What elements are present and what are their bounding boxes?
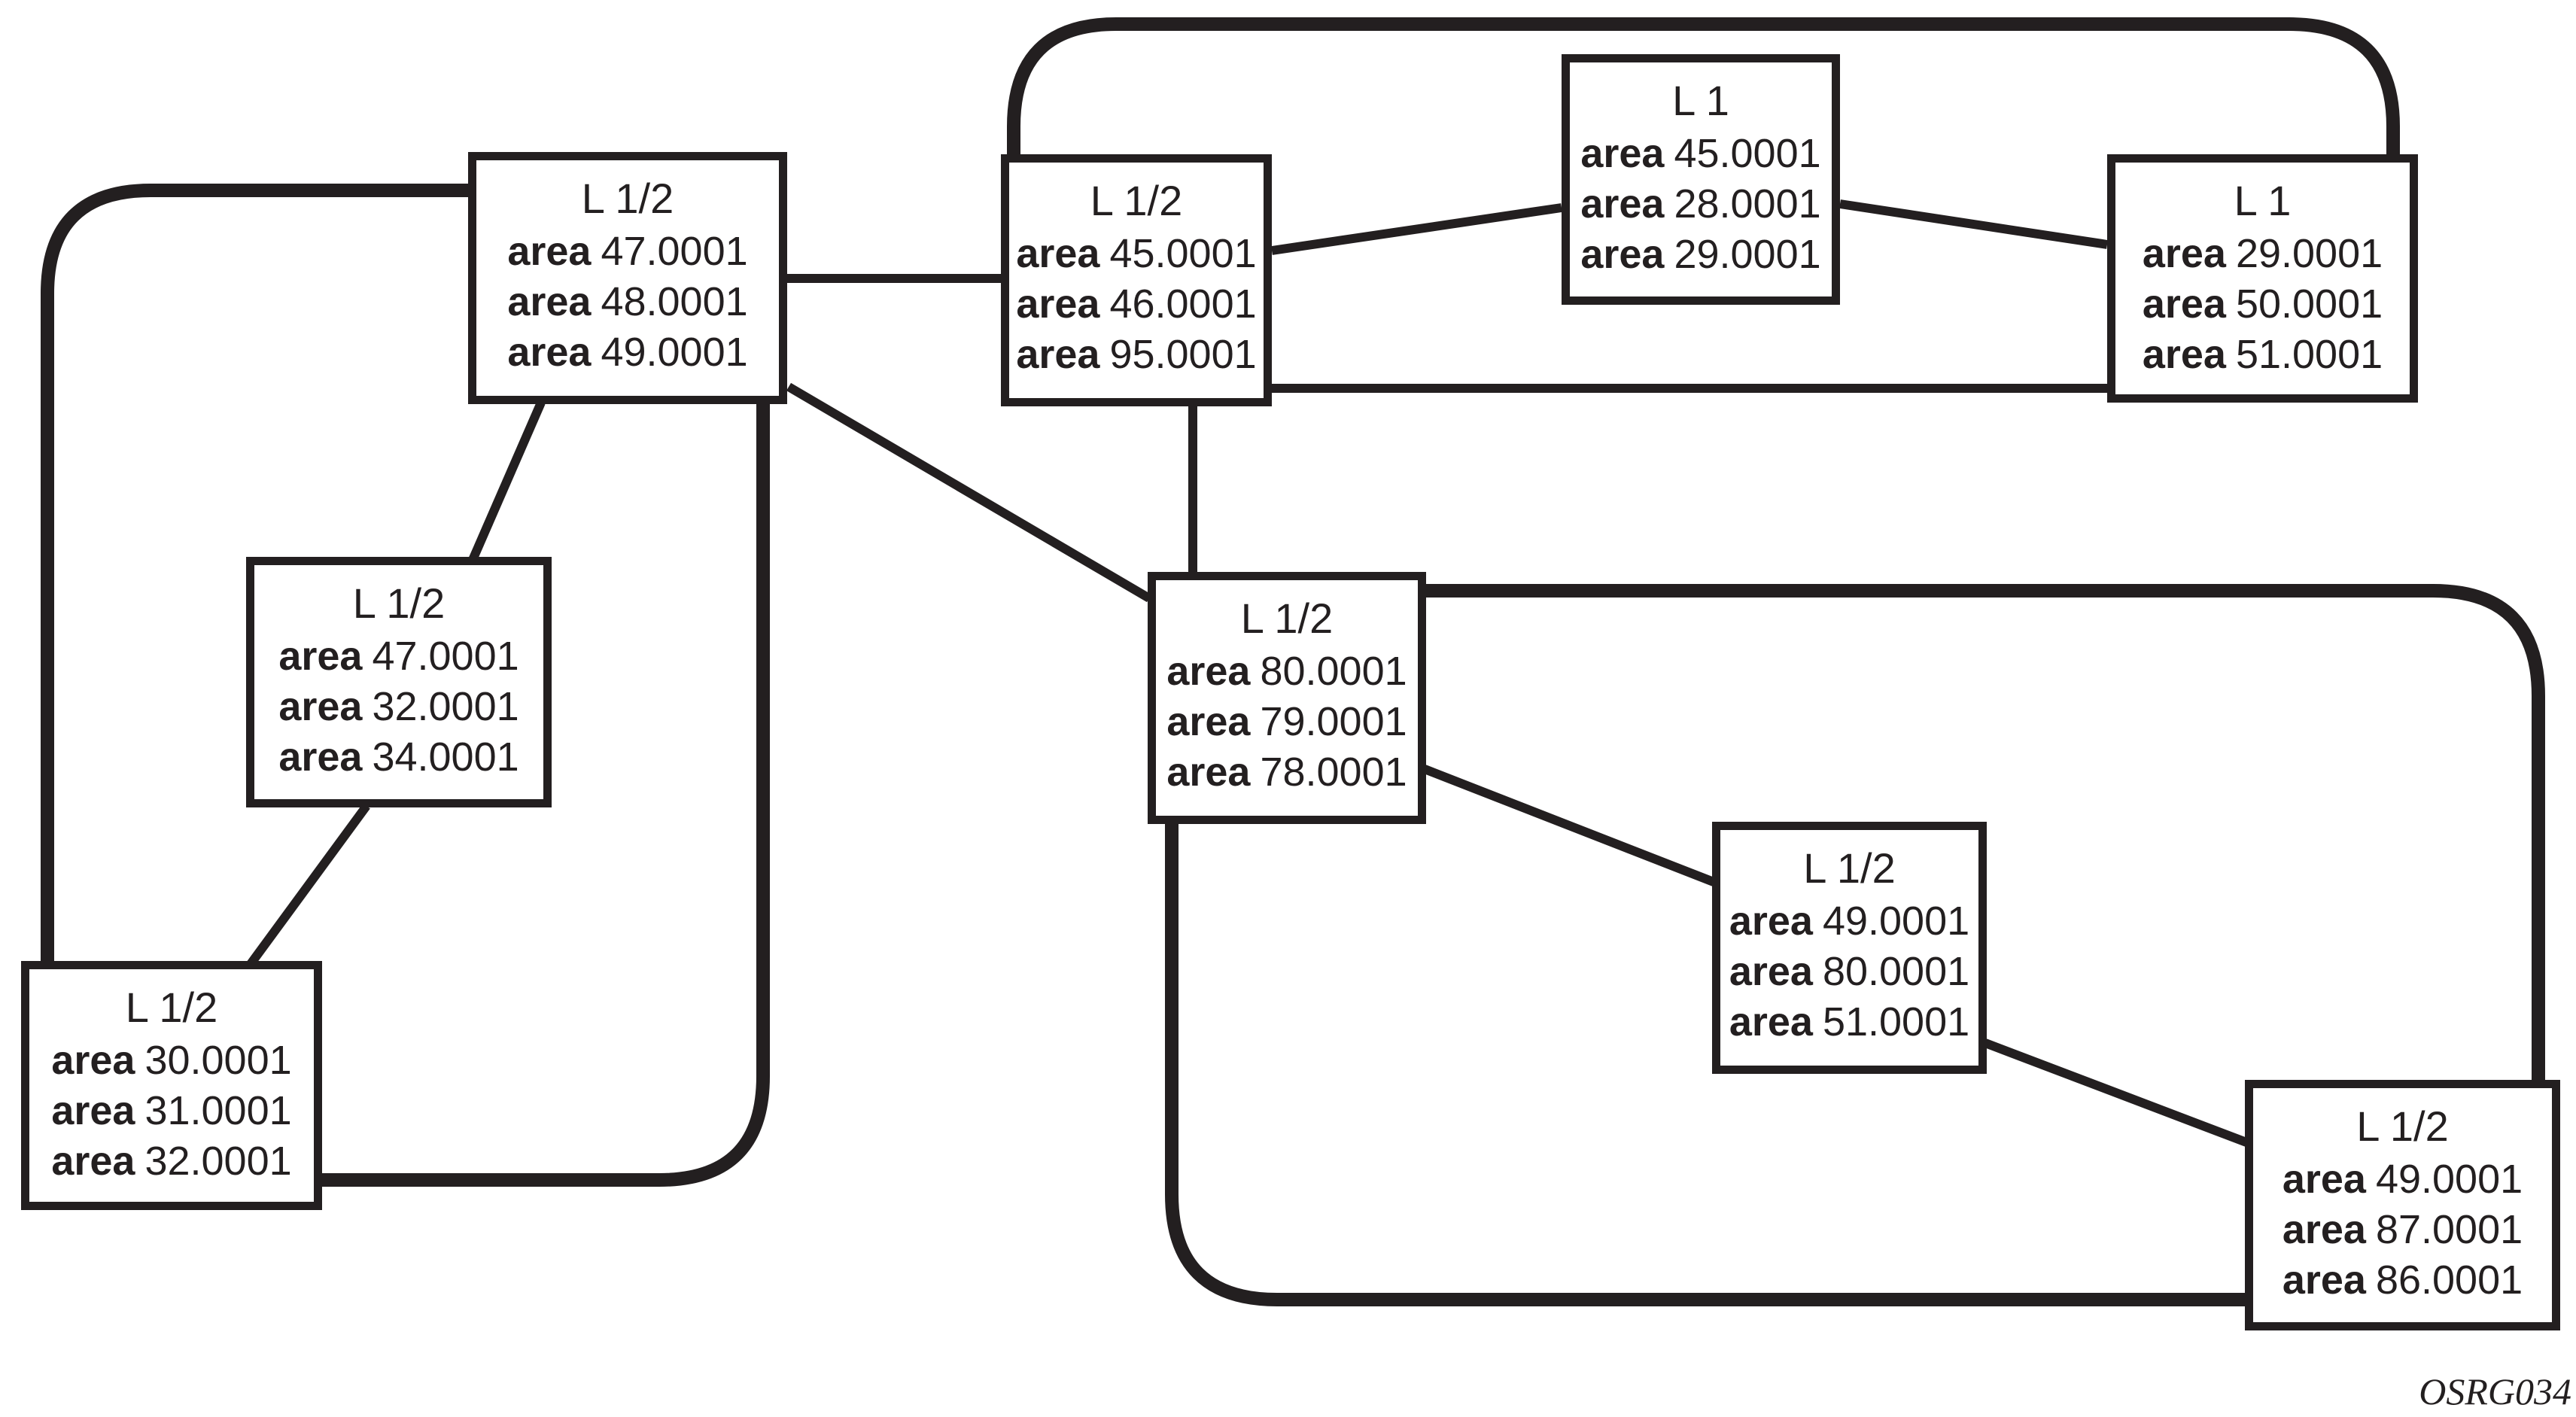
edge-leftmiddle-bottomleft: [247, 803, 370, 967]
edge-center-bottomright-bottompath: [1165, 823, 2245, 1306]
edge-centerright-bottomright: [1983, 1038, 2249, 1147]
edge-topmiddle-l1right-arc: [1007, 17, 2400, 154]
edge-bottomleft-topleft-uppath: [322, 404, 770, 1187]
node-level-label: L 1/2: [1240, 594, 1334, 642]
edge-topleft-bottomleft-leftpath: [41, 184, 468, 961]
edge-center-centerright: [1422, 765, 1716, 886]
node-level-label: L 1/2: [1090, 177, 1183, 224]
node-level-label: L 1/2: [581, 175, 674, 222]
node-level-label: L 1/2: [125, 984, 218, 1031]
figure-reference-code: OSRG034: [2419, 1370, 2571, 1412]
edge-topleft-leftmiddle: [468, 400, 546, 562]
node-level-label: L 1/2: [2356, 1102, 2449, 1150]
node-level-label: L 1: [2234, 177, 2292, 224]
edge-center-bottomright-rightpath: [1426, 584, 2545, 1080]
node-level-label: L 1/2: [352, 579, 446, 627]
edge-topleft-center: [786, 382, 1152, 603]
node-level-label: L 1: [1672, 77, 1729, 124]
node-level-label: L 1/2: [1803, 844, 1896, 892]
edge-l1center-l1right: [1839, 199, 2108, 249]
edge-topmiddle-l1center: [1271, 203, 1562, 255]
